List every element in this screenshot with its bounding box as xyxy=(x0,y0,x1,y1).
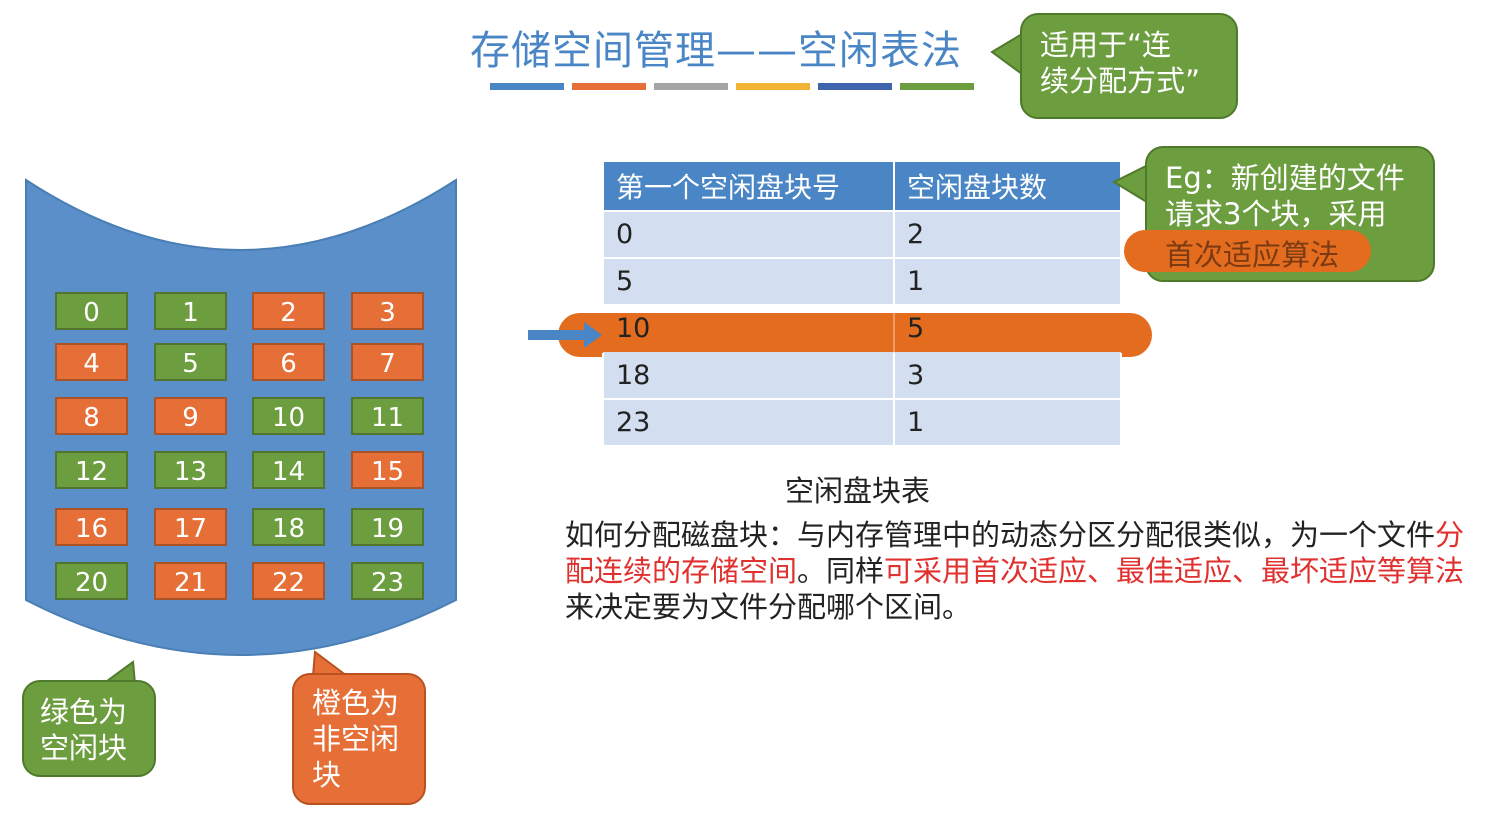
disk-block: 0 xyxy=(55,292,128,330)
callout-line: 请求3个块，采用 xyxy=(1165,197,1387,231)
example-highlight-text: 首次适应算法 xyxy=(1165,238,1340,272)
callout-continuous-allocation: 适用于“连 续分配方式” xyxy=(1020,13,1238,119)
description-text: 来决定要为文件分配哪个区间。 xyxy=(565,590,972,624)
cell-free-block-count: 2 xyxy=(893,210,1122,259)
cell-free-block-count: 3 xyxy=(893,351,1122,400)
title-underline-segment xyxy=(900,83,974,90)
disk-block: 1 xyxy=(154,292,227,330)
legend-orange-used: 橙色为 非空闲 块 xyxy=(292,673,426,805)
disk-block: 11 xyxy=(351,397,424,435)
description-red-text: 可采用首次适应、最佳适应、最坏适应等算法 xyxy=(884,554,1465,588)
cell-first-free-block: 10 xyxy=(603,305,895,352)
disk-block: 12 xyxy=(55,451,128,489)
legend-line: 空闲块 xyxy=(40,731,128,765)
disk-block: 13 xyxy=(154,451,227,489)
callout-line: Eg：新创建的文件 xyxy=(1165,161,1405,195)
title-underline-segment xyxy=(572,83,646,90)
disk-block: 21 xyxy=(154,562,227,600)
disk-cylinder xyxy=(25,178,457,656)
cell-first-free-block: 0 xyxy=(602,210,895,259)
disk-block: 9 xyxy=(154,397,227,435)
description-text: 。同样 xyxy=(797,554,885,588)
page-title: 存储空间管理——空闲表法 xyxy=(470,28,962,74)
cell-first-free-block: 18 xyxy=(602,351,895,400)
disk-block: 14 xyxy=(252,451,325,489)
description-text: 如何分配磁盘块：与内存管理中的动态分区分配很类似，为一个文件 xyxy=(565,518,1436,552)
legend-line: 块 xyxy=(312,758,342,792)
title-underline-segment xyxy=(736,83,810,90)
cell-free-block-count: 5 xyxy=(907,313,925,344)
disk-block: 3 xyxy=(351,292,424,330)
legend-line: 绿色为 xyxy=(40,695,128,729)
title-underline-segment xyxy=(654,83,728,90)
disk-block: 23 xyxy=(351,562,424,600)
legend-green-free: 绿色为 空闲块 xyxy=(22,680,156,777)
header-first-free-block: 第一个空闲盘块号 xyxy=(602,160,895,212)
disk-block: 10 xyxy=(252,397,325,435)
disk-block: 5 xyxy=(154,343,227,381)
table-row: 10 5 xyxy=(603,305,1121,352)
arrow-right-icon xyxy=(528,322,602,348)
disk-block: 6 xyxy=(252,343,325,381)
title-underline-segment xyxy=(818,83,892,90)
callout-line: 续分配方式” xyxy=(1040,64,1201,98)
header-free-block-count: 空闲盘块数 xyxy=(893,160,1122,212)
table-header-row: 第一个空闲盘块号 空闲盘块数 xyxy=(602,160,1122,212)
disk-block: 15 xyxy=(351,451,424,489)
disk-block: 16 xyxy=(55,508,128,546)
description-paragraph: 如何分配磁盘块：与内存管理中的动态分区分配很类似，为一个文件分配连续的存储空间。… xyxy=(565,517,1480,625)
legend-line: 非空闲 xyxy=(312,722,400,756)
cell-free-block-count: 1 xyxy=(893,398,1122,447)
disk-block: 17 xyxy=(154,508,227,546)
disk-block: 7 xyxy=(351,343,424,381)
disk-block: 19 xyxy=(351,508,424,546)
example-highlight xyxy=(1124,230,1371,272)
disk-block: 20 xyxy=(55,562,128,600)
cell-first-free-block: 5 xyxy=(602,257,895,306)
table-caption: 空闲盘块表 xyxy=(785,474,931,508)
cell-free-block-count: 1 xyxy=(893,257,1122,306)
disk-block: 2 xyxy=(252,292,325,330)
title-underline-segment xyxy=(490,83,564,90)
legend-line: 橙色为 xyxy=(312,686,400,720)
callout-line: 适用于“连 xyxy=(1040,28,1172,62)
disk-block: 22 xyxy=(252,562,325,600)
disk-block: 8 xyxy=(55,397,128,435)
description-red-text: 分配连续的存储空间 xyxy=(565,518,1465,588)
disk-block: 18 xyxy=(252,508,325,546)
disk-block: 4 xyxy=(55,343,128,381)
cell-first-free-block: 23 xyxy=(602,398,895,447)
